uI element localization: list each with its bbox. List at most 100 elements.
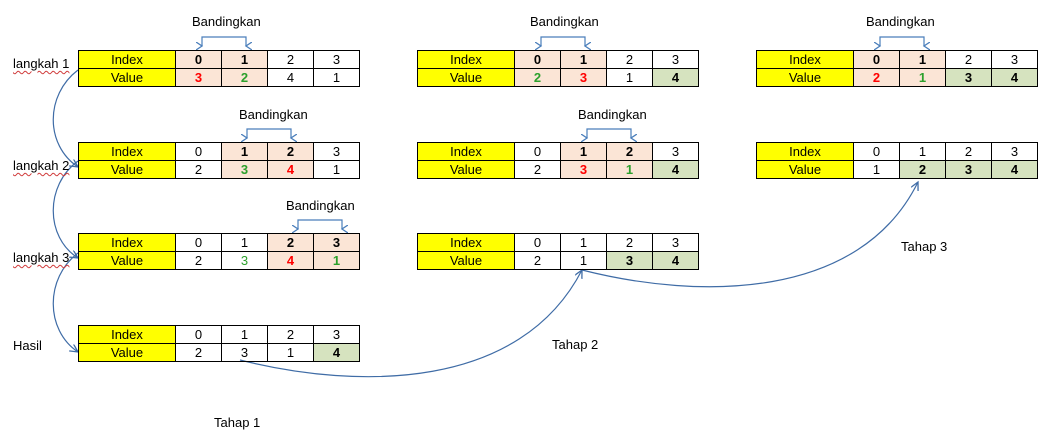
index-cell: 0 [175, 233, 222, 252]
value-cell: 4 [267, 251, 314, 270]
value-cell: 1 [267, 343, 314, 362]
value-header: Value [78, 343, 176, 362]
index-header: Index [417, 233, 515, 252]
index-header: Index [78, 325, 176, 344]
index-cell: 3 [313, 233, 360, 252]
index-cell: 3 [313, 325, 360, 344]
value-cell: 1 [560, 251, 607, 270]
value-header: Value [756, 68, 854, 87]
value-cell: 1 [606, 160, 653, 179]
compare-label-s1-l2: Bandingkan [239, 107, 308, 122]
index-header: Index [756, 142, 854, 161]
value-cell: 3 [175, 68, 222, 87]
index-cell: 0 [175, 142, 222, 161]
compare-bracket-s2-l2 [587, 128, 631, 138]
value-header: Value [417, 160, 515, 179]
compare-bracket-s1-l2 [247, 128, 291, 138]
value-cell: 1 [606, 68, 653, 87]
index-cell: 0 [853, 142, 900, 161]
value-cell: 4 [267, 68, 314, 87]
value-header: Value [78, 160, 176, 179]
index-cell: 3 [313, 142, 360, 161]
index-cell: 0 [514, 233, 561, 252]
compare-bracket-s1-l1 [202, 36, 246, 46]
value-cell: 2 [514, 68, 561, 87]
index-cell: 1 [221, 50, 268, 69]
index-header: Index [417, 142, 515, 161]
index-cell: 2 [267, 233, 314, 252]
value-cell: 3 [560, 160, 607, 179]
index-cell: 2 [606, 142, 653, 161]
index-header: Index [756, 50, 854, 69]
index-cell: 2 [606, 233, 653, 252]
index-cell: 0 [175, 50, 222, 69]
index-cell: 0 [853, 50, 900, 69]
row-label-step1: langkah 1 [13, 56, 70, 71]
value-header: Value [417, 251, 515, 270]
row-label-step3: langkah 3 [13, 250, 70, 265]
index-cell: 0 [514, 142, 561, 161]
index-cell: 1 [221, 325, 268, 344]
value-cell: 3 [221, 343, 268, 362]
compare-bracket-s2-l1 [541, 36, 585, 46]
stage-label-3: Tahap 3 [901, 239, 948, 254]
stage-label-1: Tahap 1 [214, 415, 261, 430]
value-header: Value [417, 68, 515, 87]
value-cell: 3 [560, 68, 607, 87]
value-cell: 2 [514, 160, 561, 179]
value-cell: 3 [606, 251, 653, 270]
value-cell: 2 [221, 68, 268, 87]
index-cell: 2 [945, 142, 992, 161]
value-cell: 4 [652, 160, 699, 179]
index-cell: 3 [991, 50, 1038, 69]
value-cell: 1 [853, 160, 900, 179]
index-cell: 1 [899, 142, 946, 161]
row-label-result: Hasil [13, 338, 42, 353]
value-cell: 1 [313, 160, 360, 179]
value-cell: 4 [652, 68, 699, 87]
compare-label-s1-l1: Bandingkan [192, 14, 261, 29]
value-cell: 3 [221, 251, 268, 270]
value-cell: 4 [991, 160, 1038, 179]
index-cell: 2 [606, 50, 653, 69]
index-cell: 3 [652, 142, 699, 161]
value-cell: 2 [175, 160, 222, 179]
index-cell: 2 [267, 142, 314, 161]
value-cell: 2 [175, 251, 222, 270]
value-cell: 4 [652, 251, 699, 270]
index-cell: 1 [560, 142, 607, 161]
index-header: Index [417, 50, 515, 69]
index-cell: 3 [991, 142, 1038, 161]
stage-label-2: Tahap 2 [552, 337, 599, 352]
index-cell: 1 [221, 233, 268, 252]
value-cell: 3 [945, 68, 992, 87]
index-cell: 3 [652, 50, 699, 69]
value-header: Value [78, 68, 176, 87]
value-cell: 4 [991, 68, 1038, 87]
index-cell: 2 [267, 50, 314, 69]
value-cell: 2 [175, 343, 222, 362]
